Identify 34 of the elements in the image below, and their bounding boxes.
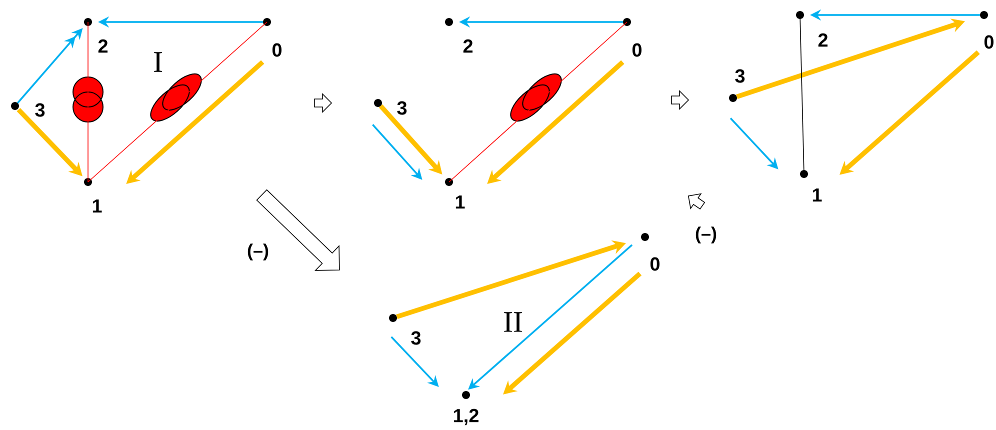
- node-label: 2: [463, 39, 473, 53]
- node-label: 1: [812, 188, 822, 202]
- node-label: 3: [411, 331, 421, 345]
- node-label: 1,2: [454, 408, 478, 426]
- vertex: 2: [445, 18, 473, 53]
- vertex: 3: [729, 69, 745, 102]
- vertex: 1,2: [454, 391, 478, 426]
- node-label: 3: [735, 69, 745, 83]
- vertex: 0: [980, 11, 994, 49]
- vertex: 2: [796, 11, 828, 47]
- label: (–): [248, 244, 268, 260]
- vertex: 3: [389, 314, 421, 345]
- node-label: 0: [272, 43, 282, 57]
- node-label: 2: [818, 33, 828, 47]
- label: (–): [696, 226, 716, 244]
- node-label: 0: [650, 257, 660, 271]
- vertex: 0: [263, 18, 282, 57]
- vertex: 2: [84, 18, 108, 53]
- vertex: 3: [11, 102, 45, 117]
- label: II: [504, 312, 522, 332]
- vertex: 1: [445, 178, 465, 209]
- node-label: 1: [92, 199, 102, 213]
- label: I: [154, 52, 162, 72]
- vertex: 1: [800, 170, 822, 202]
- vertex: 3: [374, 99, 407, 115]
- vertex: 1: [84, 178, 102, 213]
- node-label: 0: [984, 35, 994, 49]
- vertex: 0: [641, 233, 660, 271]
- node-label: 3: [35, 103, 45, 117]
- node-label: 0: [632, 43, 642, 57]
- node-label: 1: [456, 195, 465, 209]
- node-label: 2: [98, 39, 108, 53]
- vertex: 0: [623, 18, 642, 57]
- node-label: 3: [397, 101, 407, 115]
